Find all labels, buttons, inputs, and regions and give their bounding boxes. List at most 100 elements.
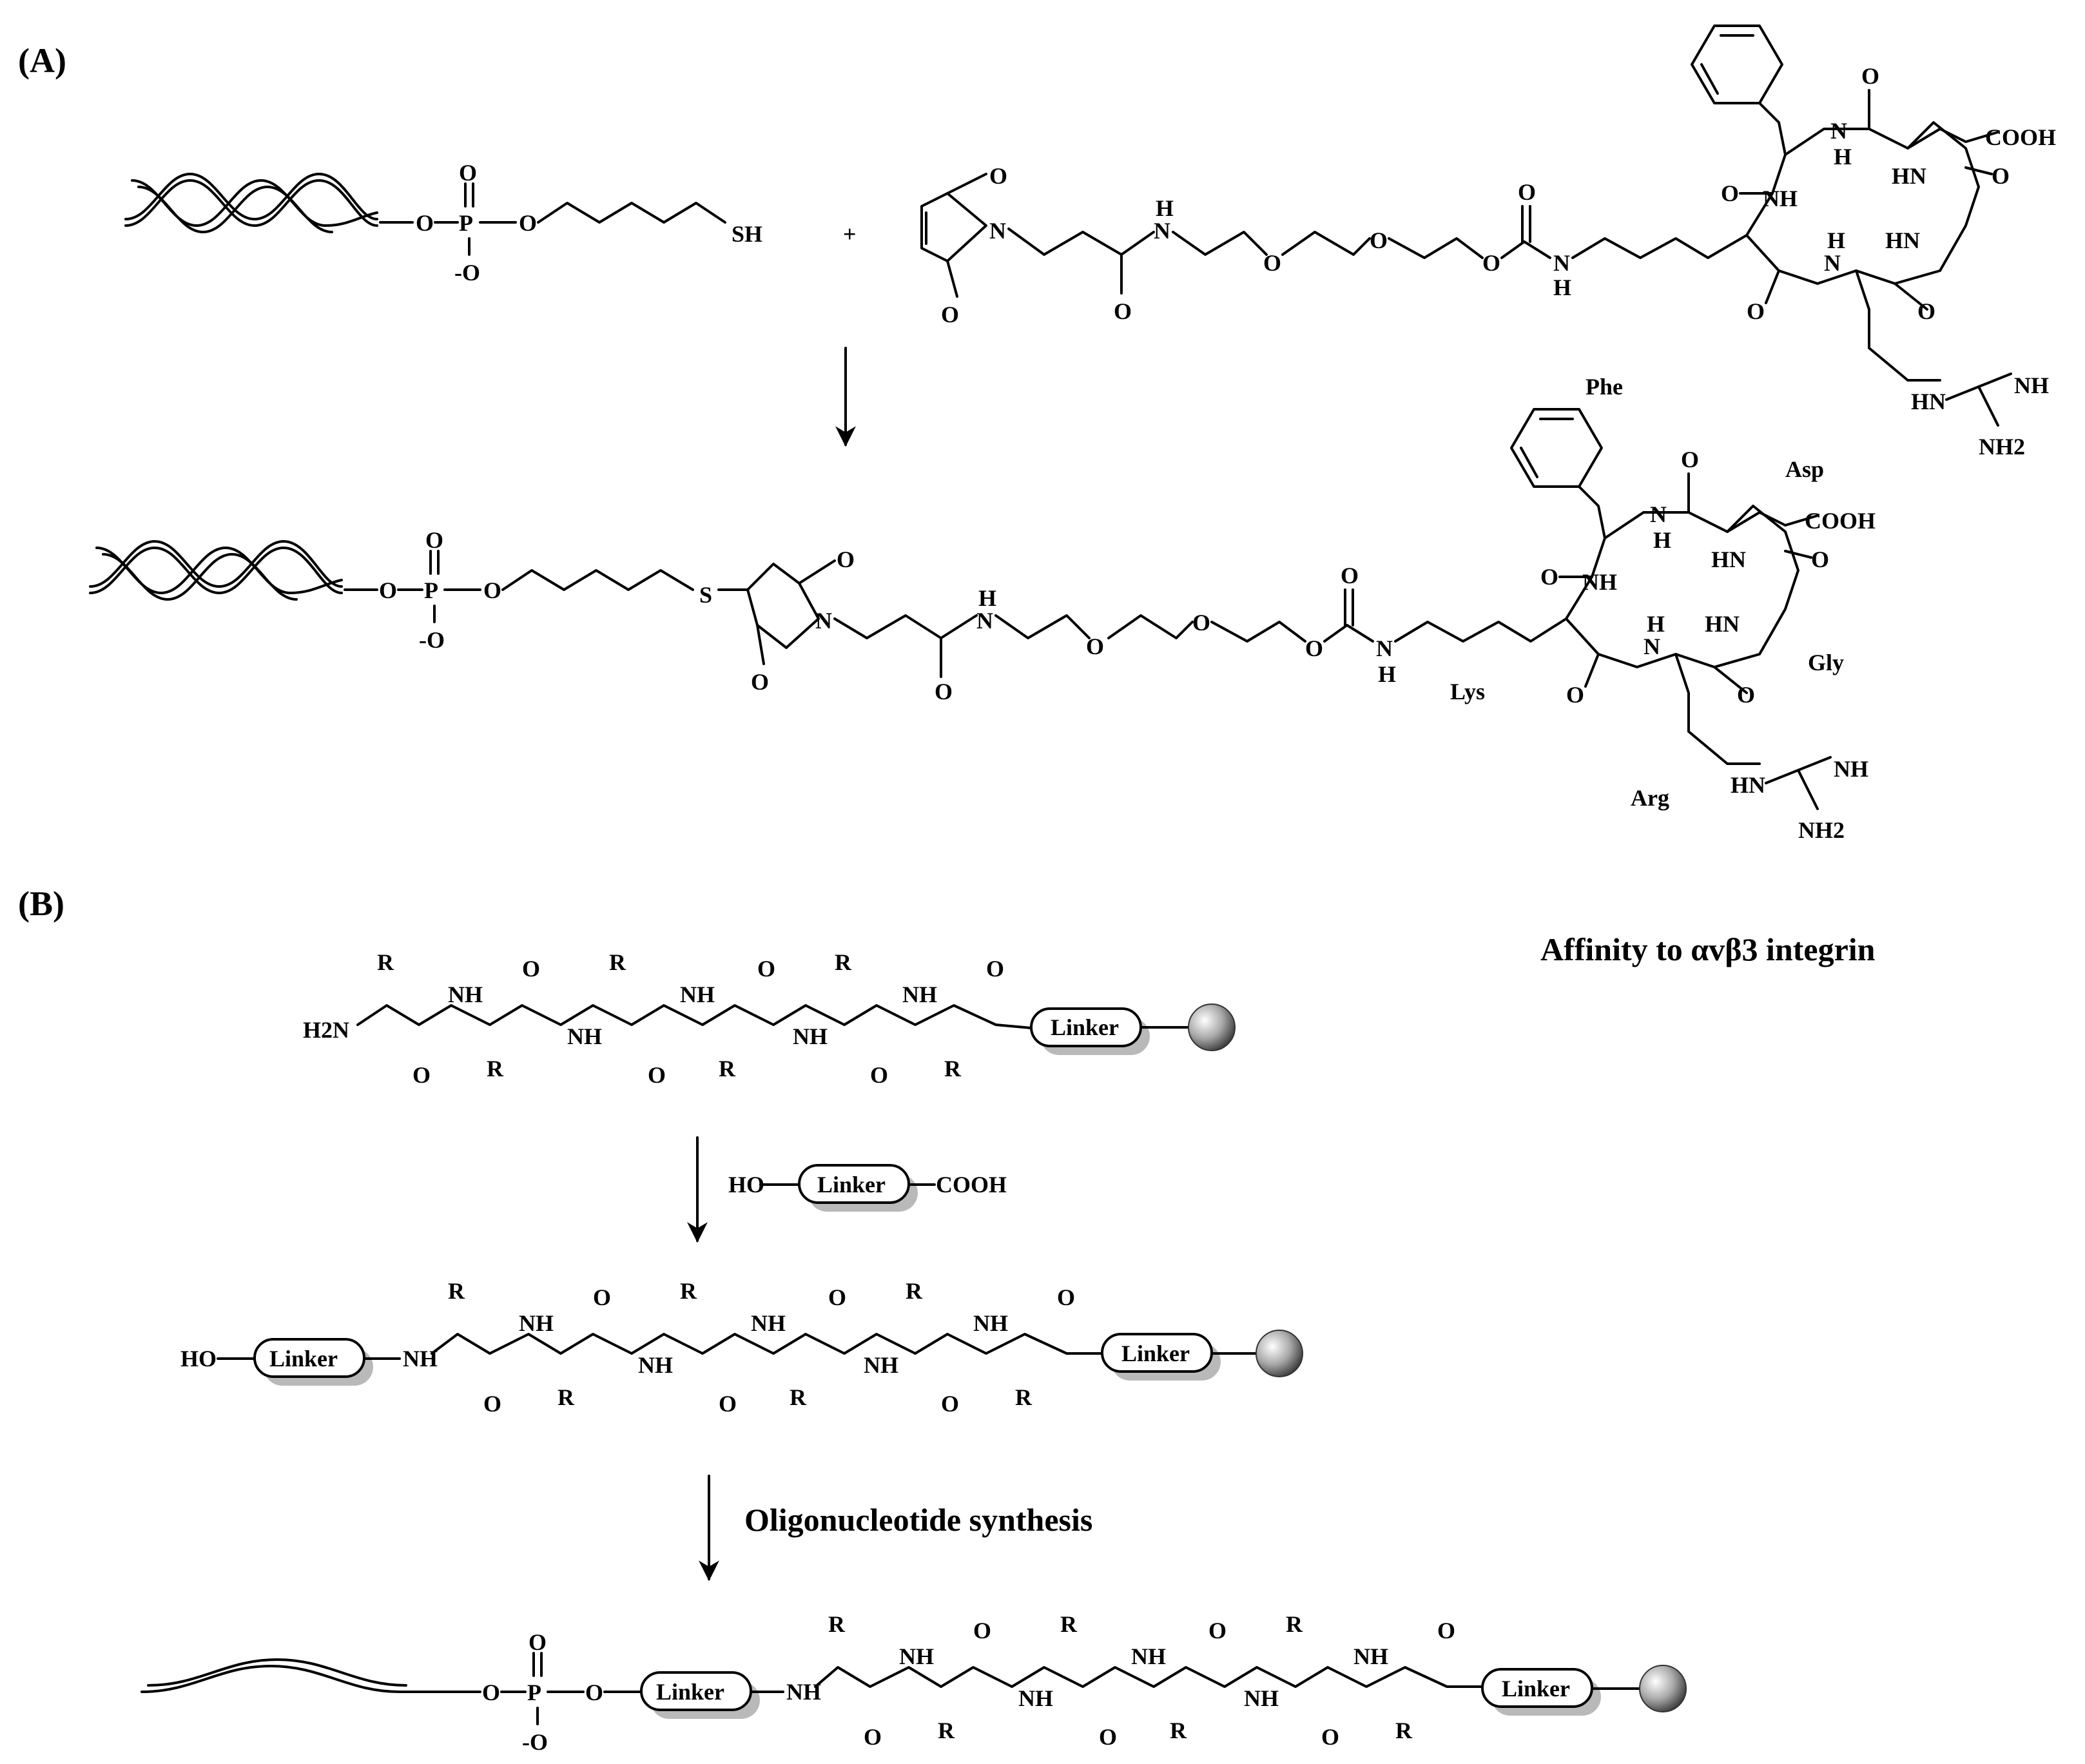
atom-nh: NH <box>899 1643 934 1669</box>
atom-r: R <box>1060 1611 1078 1637</box>
atom-r: R <box>609 949 626 975</box>
peptide-on-resin: H2N R R R R R R O O O O O O NH NH NH NH … <box>303 949 1236 1088</box>
residue-arg: Arg <box>1631 785 1669 811</box>
atom-r: R <box>487 1056 504 1081</box>
atom-nh: NH <box>567 1023 602 1049</box>
atom-ho: HO <box>728 1172 764 1197</box>
atom-o-minus: -O <box>419 627 445 653</box>
atom-nh: NH <box>1763 186 1798 211</box>
linker-peptide-on-resin: HO Linker NH R R R R R R O O O O O O NH … <box>180 1278 1303 1417</box>
atom-nh: NH <box>1131 1643 1166 1669</box>
atom-hn: HN <box>1705 611 1740 637</box>
atom-n: N <box>1644 634 1660 659</box>
atom-h: H <box>978 585 996 611</box>
atom-ho: HO <box>180 1346 217 1371</box>
atom-r: R <box>1395 1718 1413 1743</box>
atom-o: O <box>1482 250 1500 276</box>
atom-o: O <box>986 956 1004 982</box>
panel-b-label: (B) <box>18 884 64 923</box>
atom-o: O <box>1737 682 1755 708</box>
atom-hn: HN <box>1911 389 1946 414</box>
atom-p: P <box>424 577 438 603</box>
atom-n: N <box>1650 501 1667 527</box>
atom-h: H <box>1156 195 1174 221</box>
atom-h2n: H2N <box>303 1017 349 1043</box>
resin-bead-icon <box>1188 1003 1236 1051</box>
atom-r: R <box>938 1718 955 1743</box>
atom-o: O <box>529 1629 547 1655</box>
atom-o: O <box>379 577 397 603</box>
atom-r: R <box>1286 1611 1303 1637</box>
atom-o: O <box>1099 1724 1117 1750</box>
atom-o: O <box>522 956 540 982</box>
atom-o: O <box>1681 447 1699 472</box>
atom-o: O <box>1566 682 1584 708</box>
atom-nh: NH <box>864 1352 898 1378</box>
atom-o: O <box>1370 228 1388 253</box>
atom-r: R <box>719 1056 736 1081</box>
atom-nh: NH <box>786 1679 821 1705</box>
atom-o: O <box>1917 298 1935 324</box>
atom-nh: NH <box>1353 1643 1388 1669</box>
atom-nh2: NH2 <box>1979 434 2025 460</box>
atom-o: O <box>935 679 953 704</box>
atom-o: O <box>483 577 501 603</box>
atom-o: O <box>585 1680 603 1705</box>
atom-hn: HN <box>1731 772 1765 798</box>
atom-nh: NH <box>1244 1685 1279 1711</box>
atom-o: O <box>1992 163 2010 189</box>
atom-r: R <box>377 949 394 975</box>
atom-o: O <box>1263 250 1281 276</box>
atom-n: N <box>976 608 993 634</box>
residue-asp: Asp <box>1785 456 1824 482</box>
atom-n: N <box>1553 250 1570 276</box>
atom-r: R <box>828 1611 846 1637</box>
atom-h: H <box>1553 275 1571 300</box>
oligonucleotide-synthesis-label: Oligonucleotide synthesis <box>744 1502 1092 1538</box>
atom-h: H <box>1647 611 1665 637</box>
atom-o: O <box>941 302 959 327</box>
atom-cooh: COOH <box>1985 124 2056 150</box>
atom-r: R <box>790 1384 807 1410</box>
atom-hn: HN <box>1711 547 1746 572</box>
dna-thiol-reagent: O P O -O O SH <box>124 160 762 286</box>
atom-n: N <box>989 218 1006 244</box>
atom-h: H <box>1827 228 1845 253</box>
atom-o: O <box>1341 563 1359 588</box>
atom-o: O <box>864 1724 882 1750</box>
atom-o: O <box>416 210 434 236</box>
residue-lys: Lys <box>1450 679 1485 704</box>
atom-o: O <box>482 1680 500 1705</box>
linker-label: Linker <box>656 1679 724 1705</box>
atom-hn: HN <box>1885 228 1920 253</box>
atom-p: P <box>459 210 473 236</box>
atom-nh: NH <box>902 982 937 1007</box>
atom-o: O <box>593 1284 611 1310</box>
atom-o: O <box>483 1391 501 1417</box>
atom-o: O <box>1747 298 1765 324</box>
atom-o: O <box>941 1391 959 1417</box>
atom-cooh: COOH <box>1805 508 1876 534</box>
atom-o: O <box>1208 1618 1227 1643</box>
resin-bead-icon <box>1256 1330 1303 1377</box>
atom-nh: NH <box>793 1023 828 1049</box>
linker-label: Linker <box>817 1172 886 1197</box>
atom-nh: NH <box>519 1310 554 1336</box>
atom-r: R <box>448 1278 465 1304</box>
atom-nh: NH <box>403 1346 438 1371</box>
atom-h: H <box>1378 661 1396 687</box>
atom-o: O <box>1437 1618 1455 1643</box>
atom-o: O <box>1305 635 1323 661</box>
atom-o: O <box>870 1062 888 1088</box>
atom-nh: NH <box>638 1352 673 1378</box>
atom-o: O <box>719 1391 737 1417</box>
atom-nh: NH <box>680 982 715 1007</box>
atom-o: O <box>751 669 769 695</box>
atom-o-minus: -O <box>522 1729 548 1755</box>
atom-o: O <box>519 210 537 236</box>
atom-nh: NH <box>1834 756 1868 782</box>
atom-o: O <box>425 527 443 553</box>
atom-o-minus: -O <box>454 260 480 286</box>
residue-phe: Phe <box>1586 374 1623 400</box>
